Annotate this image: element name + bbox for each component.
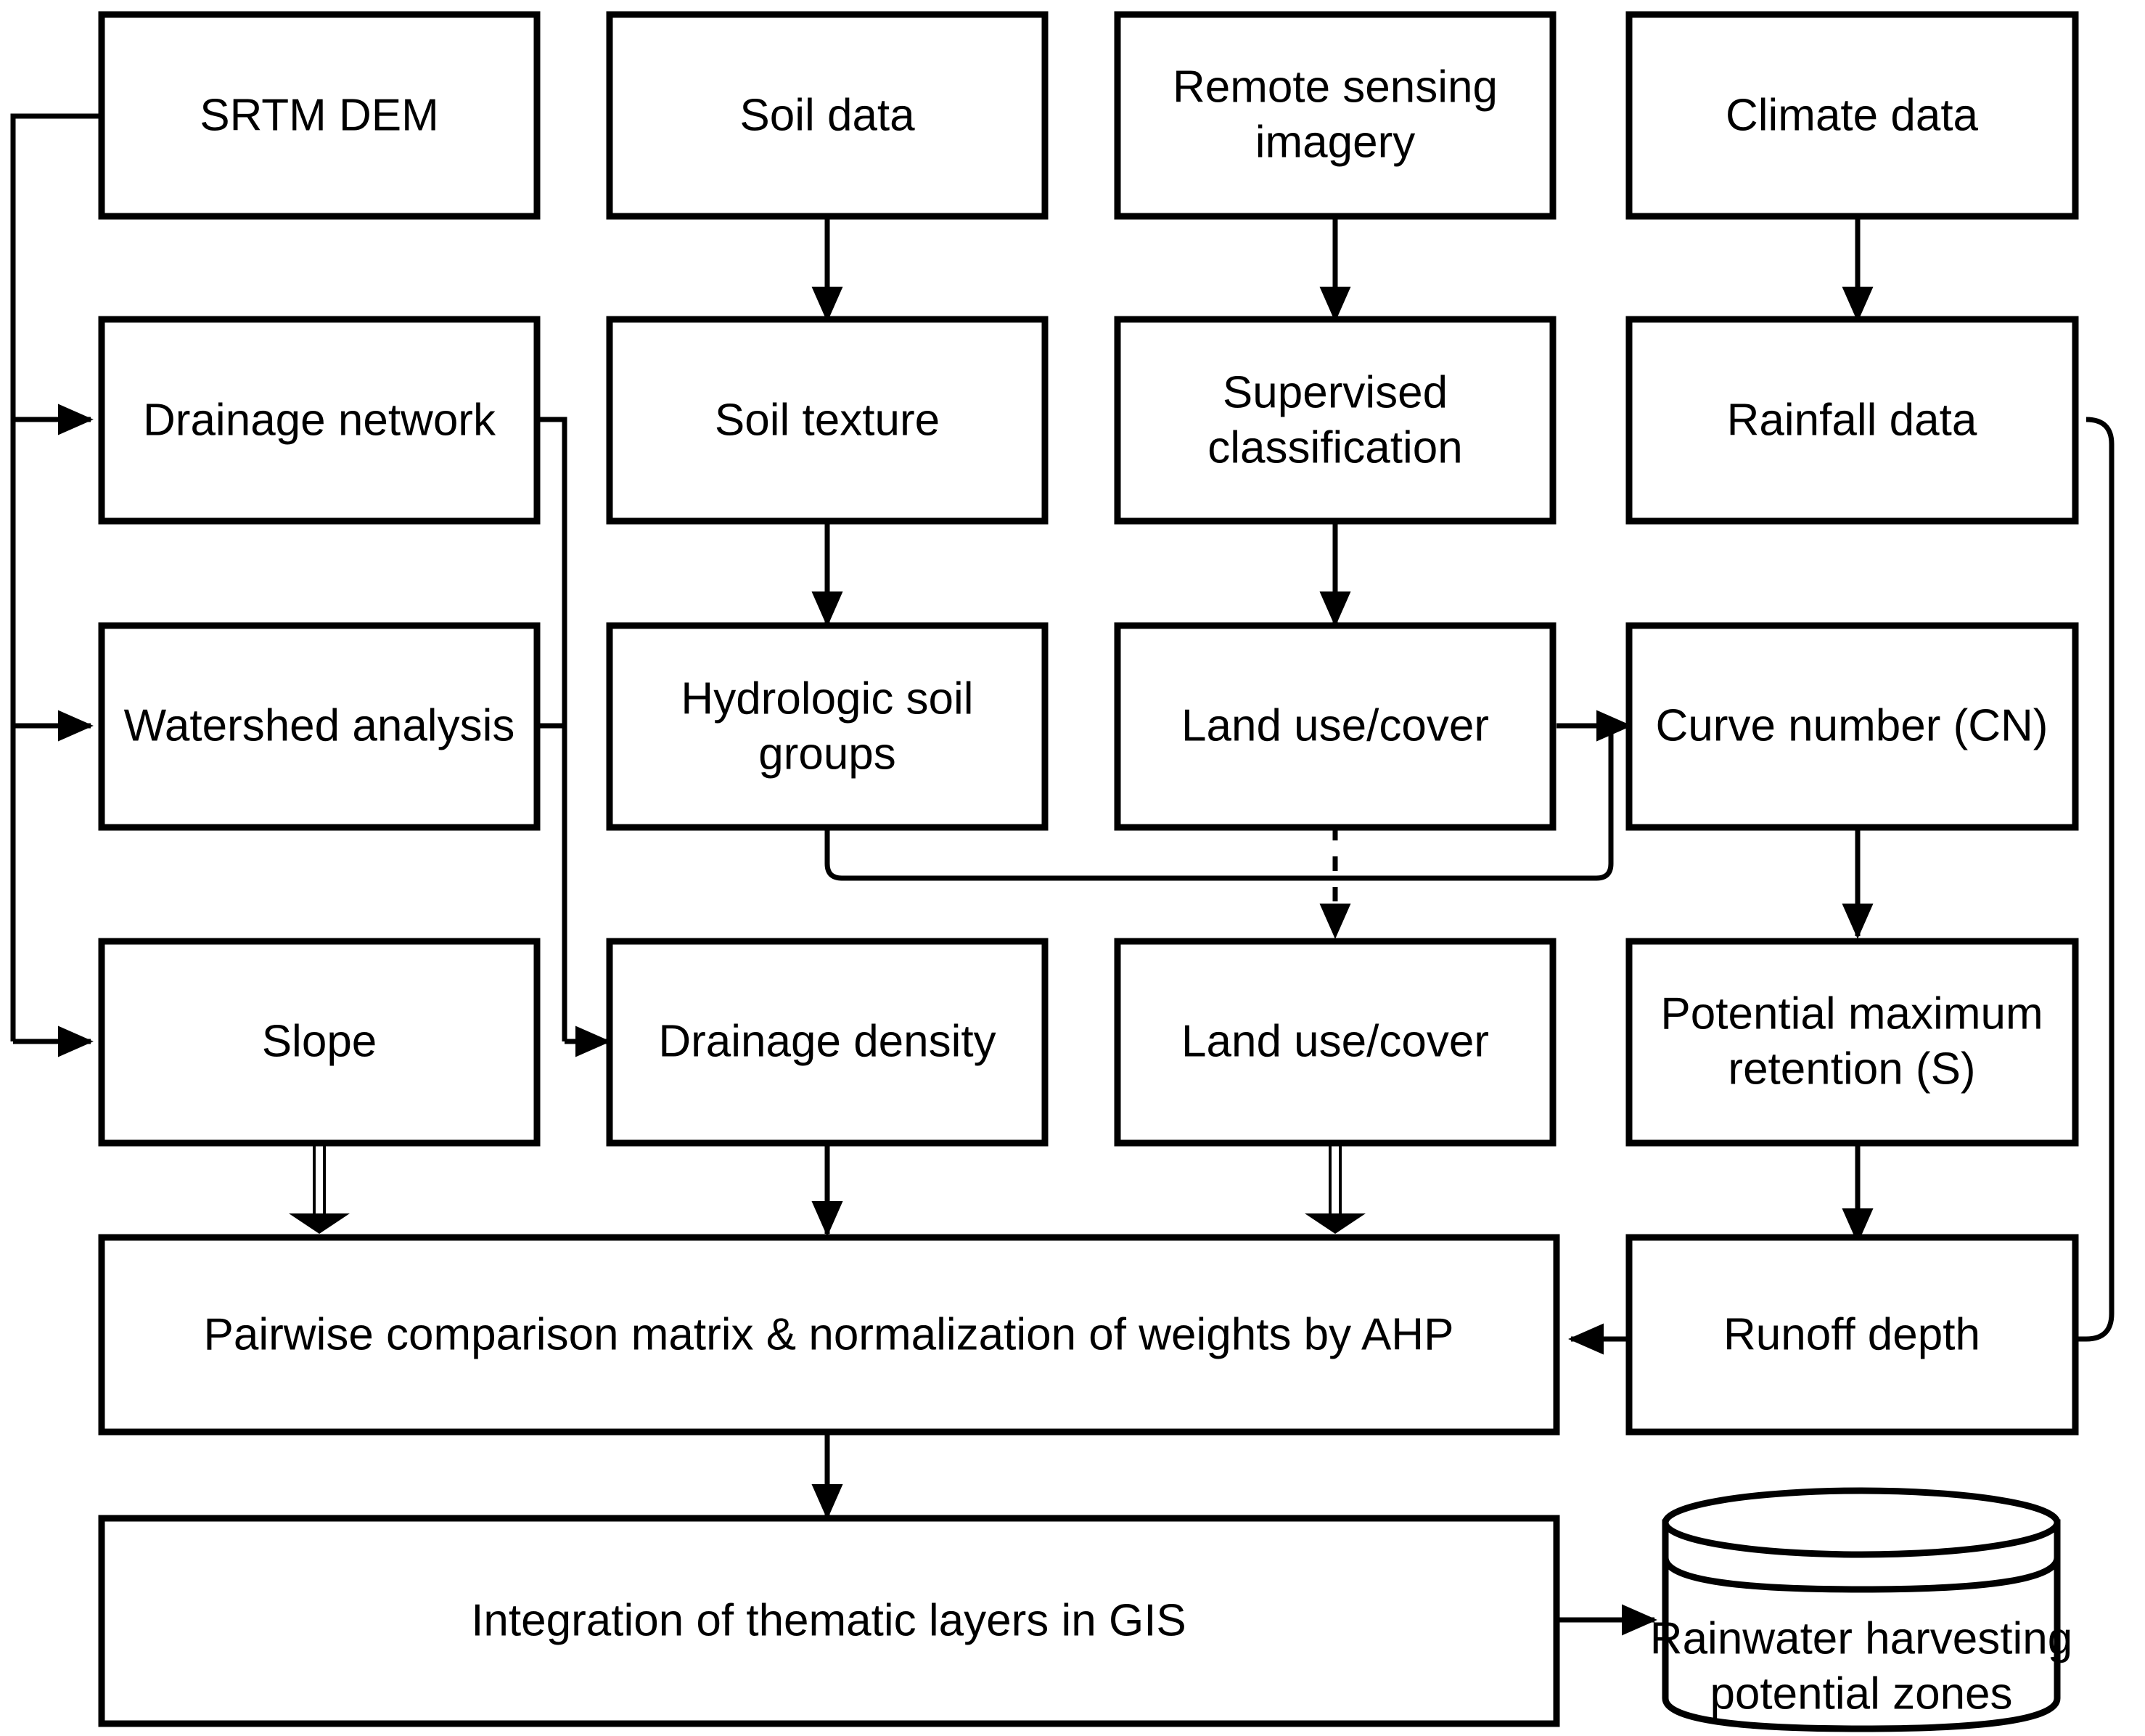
- label-output-zones-line2: potential zones: [1710, 1669, 2012, 1719]
- label-curve-number: Curve number (CN): [1656, 700, 2048, 750]
- node-slope[interactable]: [98, 938, 541, 1147]
- label-soil-data: Soil data: [739, 90, 915, 140]
- node-supervised-classification[interactable]: [1114, 316, 1557, 525]
- node-remote-sensing[interactable]: [1114, 11, 1557, 220]
- node-drainage-density[interactable]: [606, 938, 1049, 1147]
- label-output-zones-line1: Rainwater harvesting: [1650, 1613, 2072, 1663]
- label-watershed-analysis: Watershed analysis: [124, 700, 515, 750]
- label-drainage-density: Drainage density: [658, 1016, 996, 1066]
- label-retention-line1: Potential maximum: [1660, 988, 2043, 1039]
- label-climate-data: Climate data: [1726, 90, 1979, 140]
- node-rainfall-data[interactable]: [1625, 316, 2079, 525]
- node-potential-max-retention[interactable]: [1625, 938, 2079, 1147]
- node-climate-data[interactable]: [1625, 11, 2079, 220]
- label-supervised-line1: Supervised: [1223, 367, 1448, 417]
- node-srtm-dem[interactable]: [98, 11, 541, 220]
- node-watershed-analysis[interactable]: [98, 622, 541, 831]
- edge-srtm-bus: [10, 113, 102, 419]
- edge-slope-pairwise-head: [289, 1213, 350, 1234]
- label-land-use-cover-1: Land use/cover: [1181, 700, 1489, 750]
- cylinder-rim-ellipse: [1662, 1557, 2061, 1593]
- label-retention-line2: retention (S): [1728, 1044, 1975, 1094]
- node-land-use-cover-2[interactable]: [1114, 938, 1557, 1147]
- node-drainage-network[interactable]: [98, 316, 541, 525]
- label-supervised-line2: classification: [1207, 422, 1462, 472]
- node-runoff-depth[interactable]: [1625, 1234, 2079, 1436]
- node-hydrologic-soil-groups[interactable]: [606, 622, 1049, 831]
- label-remote-sensing-line1: Remote sensing: [1173, 62, 1498, 112]
- label-runoff-depth: Runoff depth: [1723, 1309, 1980, 1359]
- label-pairwise-comparison: Pairwise comparison matrix & normalizati…: [204, 1309, 1454, 1359]
- label-integration-gis: Integration of thematic layers in GIS: [471, 1595, 1186, 1645]
- edge-rainfall-runoff: [2033, 417, 2115, 1355]
- node-curve-number[interactable]: [1625, 622, 2079, 831]
- cylinder-top-ellipse: [1662, 1487, 2061, 1558]
- edge-landuse2-pairwise-head: [1305, 1213, 1366, 1234]
- label-remote-sensing-line2: imagery: [1255, 117, 1416, 167]
- label-hydro-soil-line1: Hydrologic soil: [681, 673, 973, 724]
- label-soil-texture: Soil texture: [715, 395, 940, 445]
- node-land-use-cover-1[interactable]: [1114, 622, 1557, 831]
- cylinder-body: [1662, 1519, 2061, 1732]
- label-land-use-cover-2: Land use/cover: [1181, 1016, 1489, 1066]
- label-srtm-dem: SRTM DEM: [200, 90, 439, 140]
- node-integration-gis[interactable]: [98, 1515, 1560, 1727]
- node-soil-data[interactable]: [606, 11, 1049, 220]
- node-pairwise-comparison[interactable]: [98, 1234, 1560, 1436]
- label-slope: Slope: [262, 1016, 377, 1066]
- edge-drainage-network-bus: [537, 417, 567, 1041]
- node-soil-texture[interactable]: [606, 316, 1049, 525]
- label-rainfall-data: Rainfall data: [1727, 395, 1977, 445]
- edge-hydro-curvenumber: [824, 710, 1632, 881]
- label-drainage-network: Drainage network: [143, 395, 496, 445]
- label-hydro-soil-line2: groups: [758, 729, 896, 779]
- node-output-zones[interactable]: [1662, 1487, 2061, 1732]
